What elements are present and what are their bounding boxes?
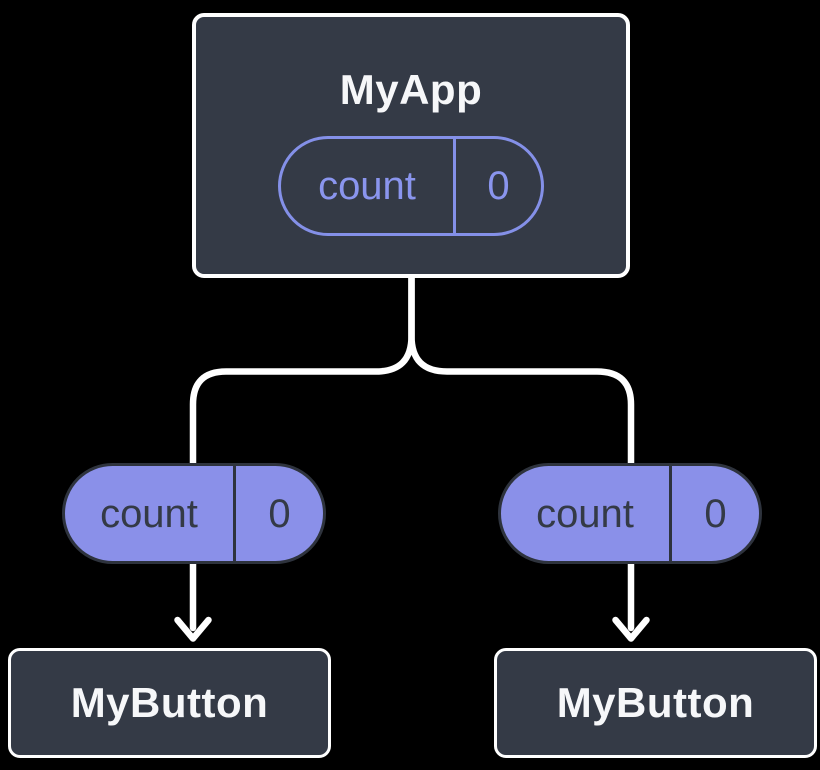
prop-name-label: count xyxy=(100,491,198,536)
state-name-label: count xyxy=(318,164,416,208)
arrow-down-right-icon xyxy=(612,616,650,642)
component-title-myapp: MyApp xyxy=(339,66,483,113)
prop-value-label: 0 xyxy=(669,466,759,561)
arrow-down-left-icon xyxy=(174,616,212,642)
state-value-label: 0 xyxy=(453,139,541,233)
prop-name-label: count xyxy=(536,491,634,536)
component-node-mybutton-right: MyButton xyxy=(494,648,817,758)
connector-path-left xyxy=(189,268,415,632)
component-node-myapp: MyApp count 0 xyxy=(192,13,630,278)
connector-path-right xyxy=(408,268,635,632)
component-node-mybutton-left: MyButton xyxy=(8,648,331,758)
component-title-mybutton-left: MyButton xyxy=(70,679,269,726)
prop-value-label: 0 xyxy=(233,466,323,561)
prop-pill-left: count 0 xyxy=(62,463,326,564)
state-pill-myapp: count 0 xyxy=(278,136,544,236)
component-title-mybutton-right: MyButton xyxy=(556,679,755,726)
prop-pill-right: count 0 xyxy=(498,463,762,564)
